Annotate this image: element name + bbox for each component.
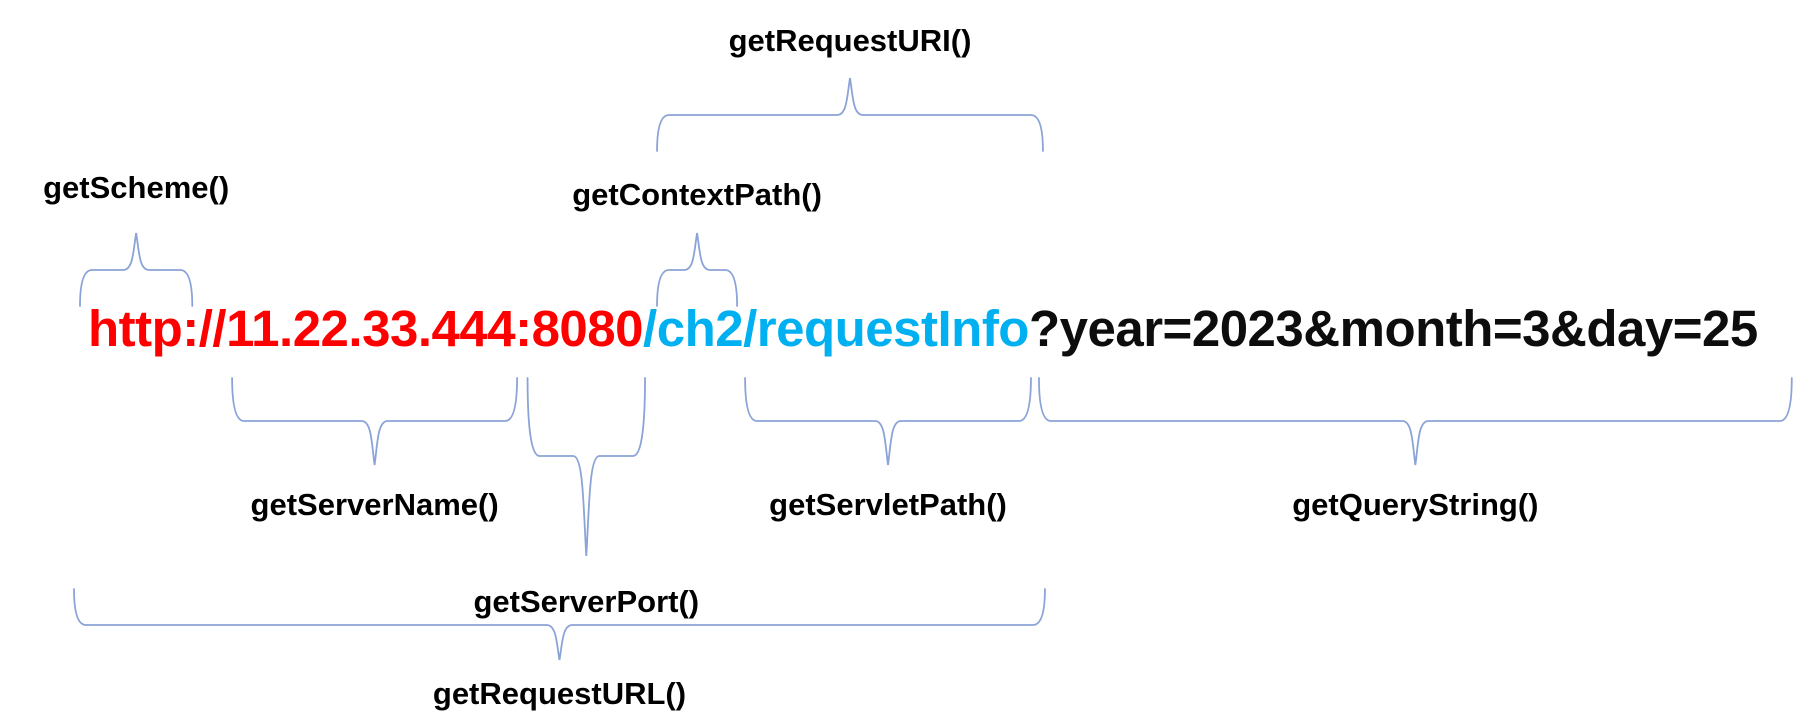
label-get-request-uri: getRequestURI() [728,23,972,58]
label-get-context-path: getContextPath() [572,177,822,212]
url-line: http://11.22.33.444:8080/ch2/requestInfo… [88,300,1758,358]
url-segment-scheme: http [88,300,183,357]
label-get-query-string: getQueryString() [1292,487,1539,522]
label-get-servlet-path: getServletPath() [769,487,1007,522]
url-segment-port-sep: : [515,300,532,357]
label-get-scheme: getScheme() [43,170,230,205]
brace-scheme [79,232,194,307]
brace-servlet-path [744,377,1032,466]
label-get-server-port: getServerPort() [473,584,700,619]
brace-query-string [1038,377,1793,466]
brace-server-name [231,377,518,466]
url-segment-servlet-path: /requestInfo [743,300,1029,357]
label-get-request-url: getRequestURL() [432,676,687,711]
brace-server-port [526,377,646,557]
url-segment-context-path: /ch2 [643,300,744,357]
brace-context-path [656,232,738,307]
url-segment-query-string: ?year=2023&month=3&day=25 [1028,300,1758,357]
url-segment-scheme-sep: :// [182,300,227,357]
label-get-server-name: getServerName() [250,487,499,522]
url-segment-server-port: 8080 [531,300,644,357]
brace-request-uri [656,77,1044,152]
url-segment-server-name: 11.22.33.444 [226,300,516,357]
